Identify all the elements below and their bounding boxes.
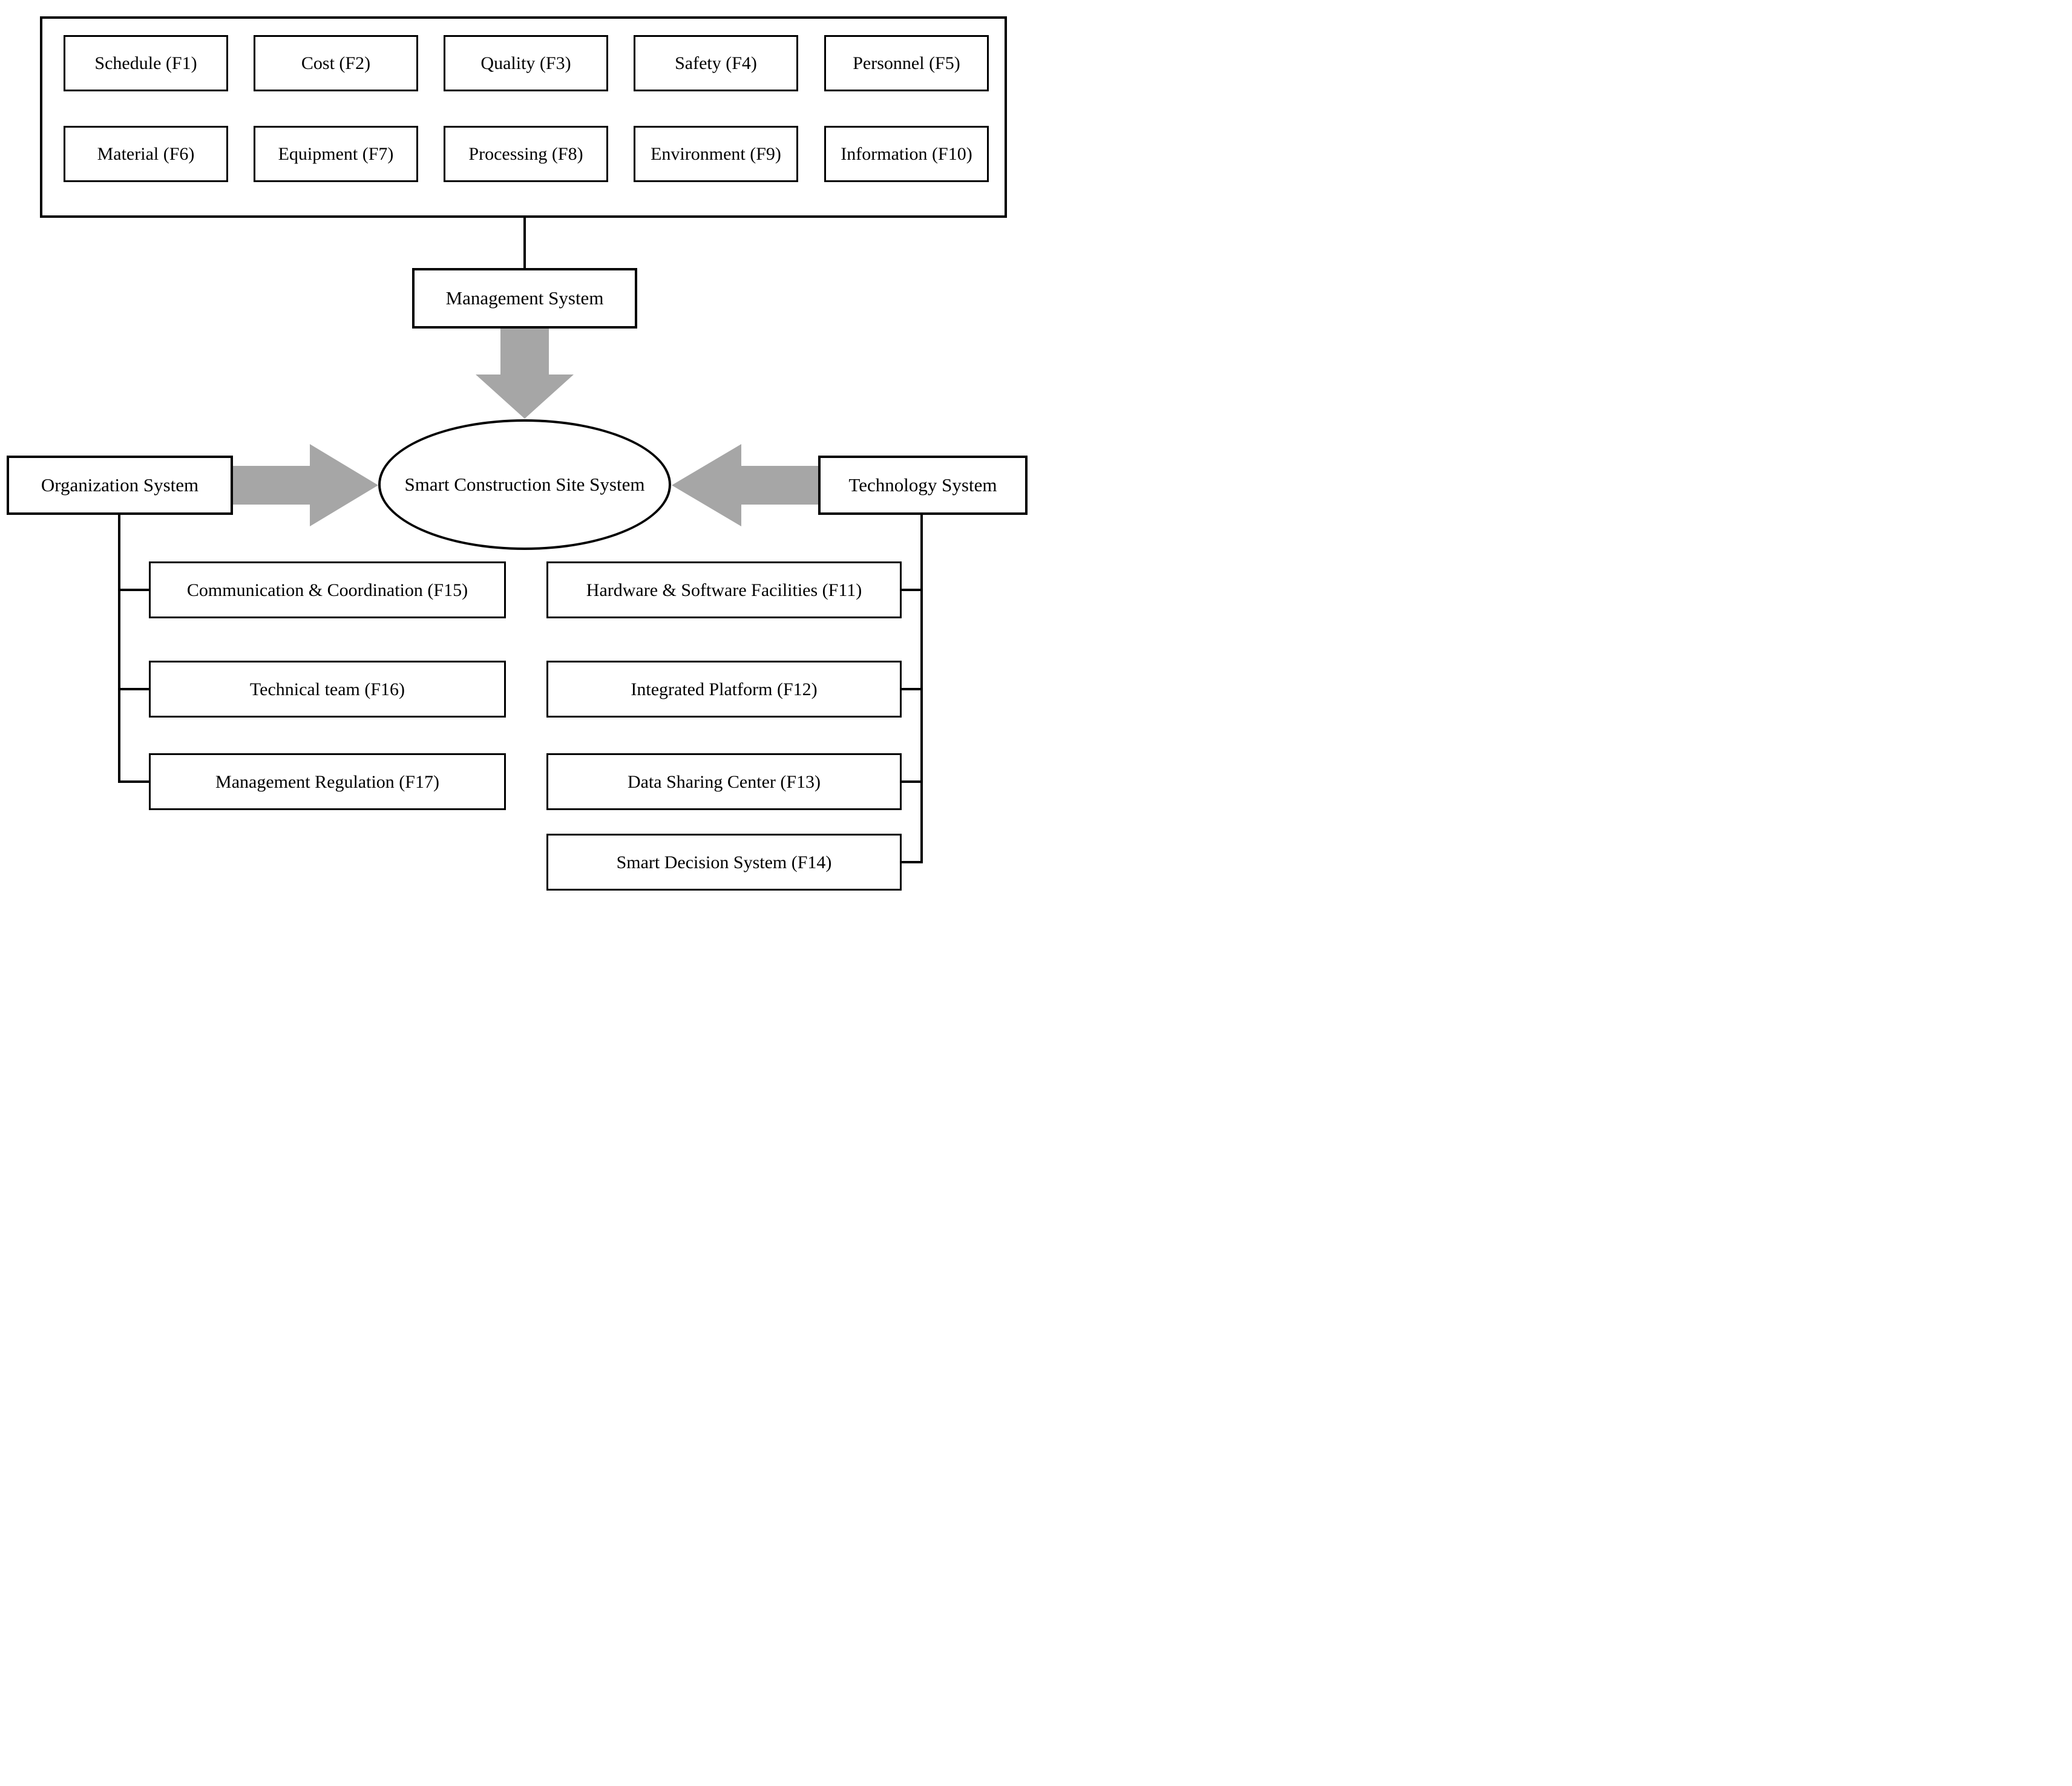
- factor-label-f3: Quality (F3): [480, 53, 571, 73]
- factor-label-f5: Personnel (F5): [853, 53, 960, 73]
- org-child-box-f15: Communication & Coordination (F15): [149, 561, 506, 618]
- factor-label-f9: Environment (F9): [651, 144, 781, 164]
- technology-branch-f11: [902, 589, 923, 591]
- tech-child-label-f14: Smart Decision System (F14): [616, 852, 832, 872]
- down-arrow: [476, 329, 574, 419]
- org-child-box-f16: Technical team (F16): [149, 661, 506, 718]
- tech-child-box-f12: Integrated Platform (F12): [546, 661, 902, 718]
- management-system-label: Management System: [445, 287, 604, 309]
- smart-construction-site-ellipse: Smart Construction Site System: [378, 419, 671, 550]
- factor-label-f8: Processing (F8): [468, 144, 583, 164]
- factor-label-f6: Material (F6): [97, 144, 195, 164]
- organization-branch-f15: [118, 589, 149, 591]
- organization-system-label: Organization System: [41, 474, 199, 496]
- organization-system-box: Organization System: [7, 456, 233, 515]
- organization-branch-f16: [118, 688, 149, 690]
- technology-system-box: Technology System: [818, 456, 1028, 515]
- factor-box-f8: Processing (F8): [444, 126, 608, 182]
- factor-label-f2: Cost (F2): [301, 53, 371, 73]
- technology-branch-f12: [902, 688, 923, 690]
- technology-branch-f13: [902, 780, 923, 783]
- factor-box-f3: Quality (F3): [444, 35, 608, 91]
- smart-construction-site-diagram: Schedule (F1) Cost (F2) Quality (F3) Saf…: [0, 0, 1036, 893]
- factor-box-f4: Safety (F4): [634, 35, 798, 91]
- factor-box-f10: Information (F10): [824, 126, 989, 182]
- container-to-management-connector: [523, 218, 526, 269]
- tech-child-label-f11: Hardware & Software Facilities (F11): [586, 580, 862, 600]
- right-arrow: [233, 444, 378, 526]
- tech-child-box-f14: Smart Decision System (F14): [546, 834, 902, 891]
- org-child-label-f17: Management Regulation (F17): [215, 771, 439, 792]
- left-arrow: [672, 444, 818, 526]
- factor-box-f2: Cost (F2): [254, 35, 418, 91]
- factor-box-f9: Environment (F9): [634, 126, 798, 182]
- factor-label-f7: Equipment (F7): [278, 144, 394, 164]
- factor-label-f10: Information (F10): [841, 144, 972, 164]
- factor-box-f7: Equipment (F7): [254, 126, 418, 182]
- tech-child-label-f12: Integrated Platform (F12): [631, 679, 818, 699]
- factor-box-f1: Schedule (F1): [64, 35, 228, 91]
- tech-child-box-f11: Hardware & Software Facilities (F11): [546, 561, 902, 618]
- technology-branch-f14: [902, 861, 923, 863]
- tech-child-box-f13: Data Sharing Center (F13): [546, 753, 902, 810]
- management-system-box: Management System: [412, 268, 637, 329]
- factor-box-f6: Material (F6): [64, 126, 228, 182]
- organization-branch-f17: [118, 780, 149, 783]
- factor-box-f5: Personnel (F5): [824, 35, 989, 91]
- org-child-label-f15: Communication & Coordination (F15): [186, 580, 468, 600]
- tech-child-label-f13: Data Sharing Center (F13): [627, 771, 821, 792]
- factor-label-f1: Schedule (F1): [94, 53, 197, 73]
- factor-label-f4: Safety (F4): [675, 53, 757, 73]
- organization-children-trunk: [118, 514, 120, 783]
- org-child-box-f17: Management Regulation (F17): [149, 753, 506, 810]
- technology-system-label: Technology System: [848, 474, 997, 496]
- org-child-label-f16: Technical team (F16): [249, 679, 405, 699]
- smart-construction-site-label: Smart Construction Site System: [404, 474, 645, 495]
